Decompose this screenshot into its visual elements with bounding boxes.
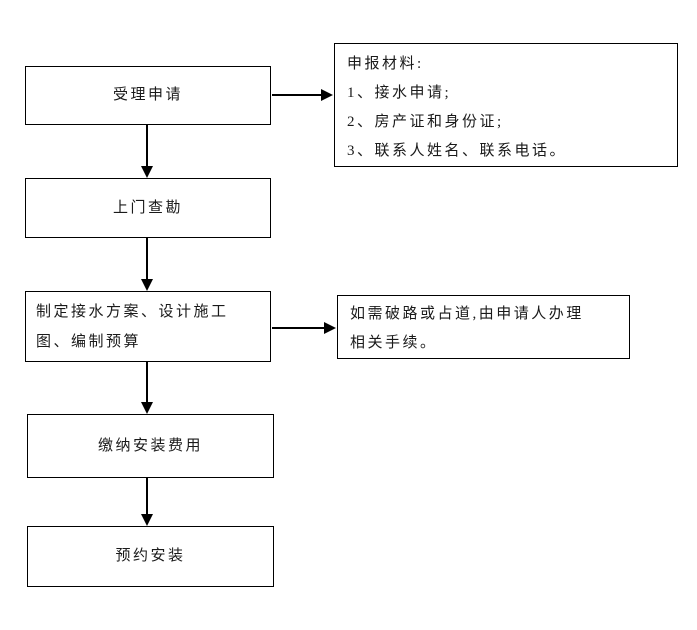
flow-step-schedule-installation: 预约安装 bbox=[27, 526, 274, 587]
note-line: 相关手续。 bbox=[350, 335, 438, 351]
arrow-shaft bbox=[272, 94, 322, 96]
arrow-head-icon bbox=[141, 166, 153, 178]
flow-step-label-line: 图、编制预算 bbox=[36, 333, 142, 350]
arrow-head-icon bbox=[324, 322, 336, 334]
flow-step-label: 上门查勘 bbox=[112, 199, 183, 216]
arrow-head-icon bbox=[141, 402, 153, 414]
flow-step-plan-design-budget: 制定接水方案、设计施工 图、编制预算 bbox=[25, 291, 271, 362]
flow-step-accept-application: 受理申请 bbox=[25, 66, 271, 125]
note-line: 申报材料: bbox=[347, 56, 424, 72]
note-road-permit: 如需破路或占道,由申请人办理 相关手续。 bbox=[337, 295, 630, 359]
arrow-shaft bbox=[146, 362, 148, 403]
arrow-head-icon bbox=[321, 89, 333, 101]
note-line: 2、房产证和身份证; bbox=[347, 114, 504, 130]
flow-step-label: 缴纳安装费用 bbox=[97, 437, 203, 454]
note-line: 1、接水申请; bbox=[347, 85, 452, 101]
note-line: 如需破路或占道,由申请人办理 bbox=[350, 306, 584, 322]
note-line: 3、联系人姓名、联系电话。 bbox=[347, 143, 568, 159]
arrow-head-icon bbox=[141, 514, 153, 526]
note-application-materials: 申报材料: 1、接水申请; 2、房产证和身份证; 3、联系人姓名、联系电话。 bbox=[334, 43, 678, 167]
arrow-shaft bbox=[146, 238, 148, 280]
arrow-shaft bbox=[146, 125, 148, 167]
arrow-shaft bbox=[146, 478, 148, 515]
flow-step-site-survey: 上门查勘 bbox=[25, 178, 271, 238]
flow-step-label: 受理申请 bbox=[112, 87, 183, 104]
arrow-head-icon bbox=[141, 279, 153, 291]
arrow-shaft bbox=[272, 327, 325, 329]
flow-step-label-line: 制定接水方案、设计施工 bbox=[36, 303, 229, 320]
flow-step-pay-installation-fee: 缴纳安装费用 bbox=[27, 414, 274, 478]
flow-step-label: 预约安装 bbox=[115, 548, 186, 565]
